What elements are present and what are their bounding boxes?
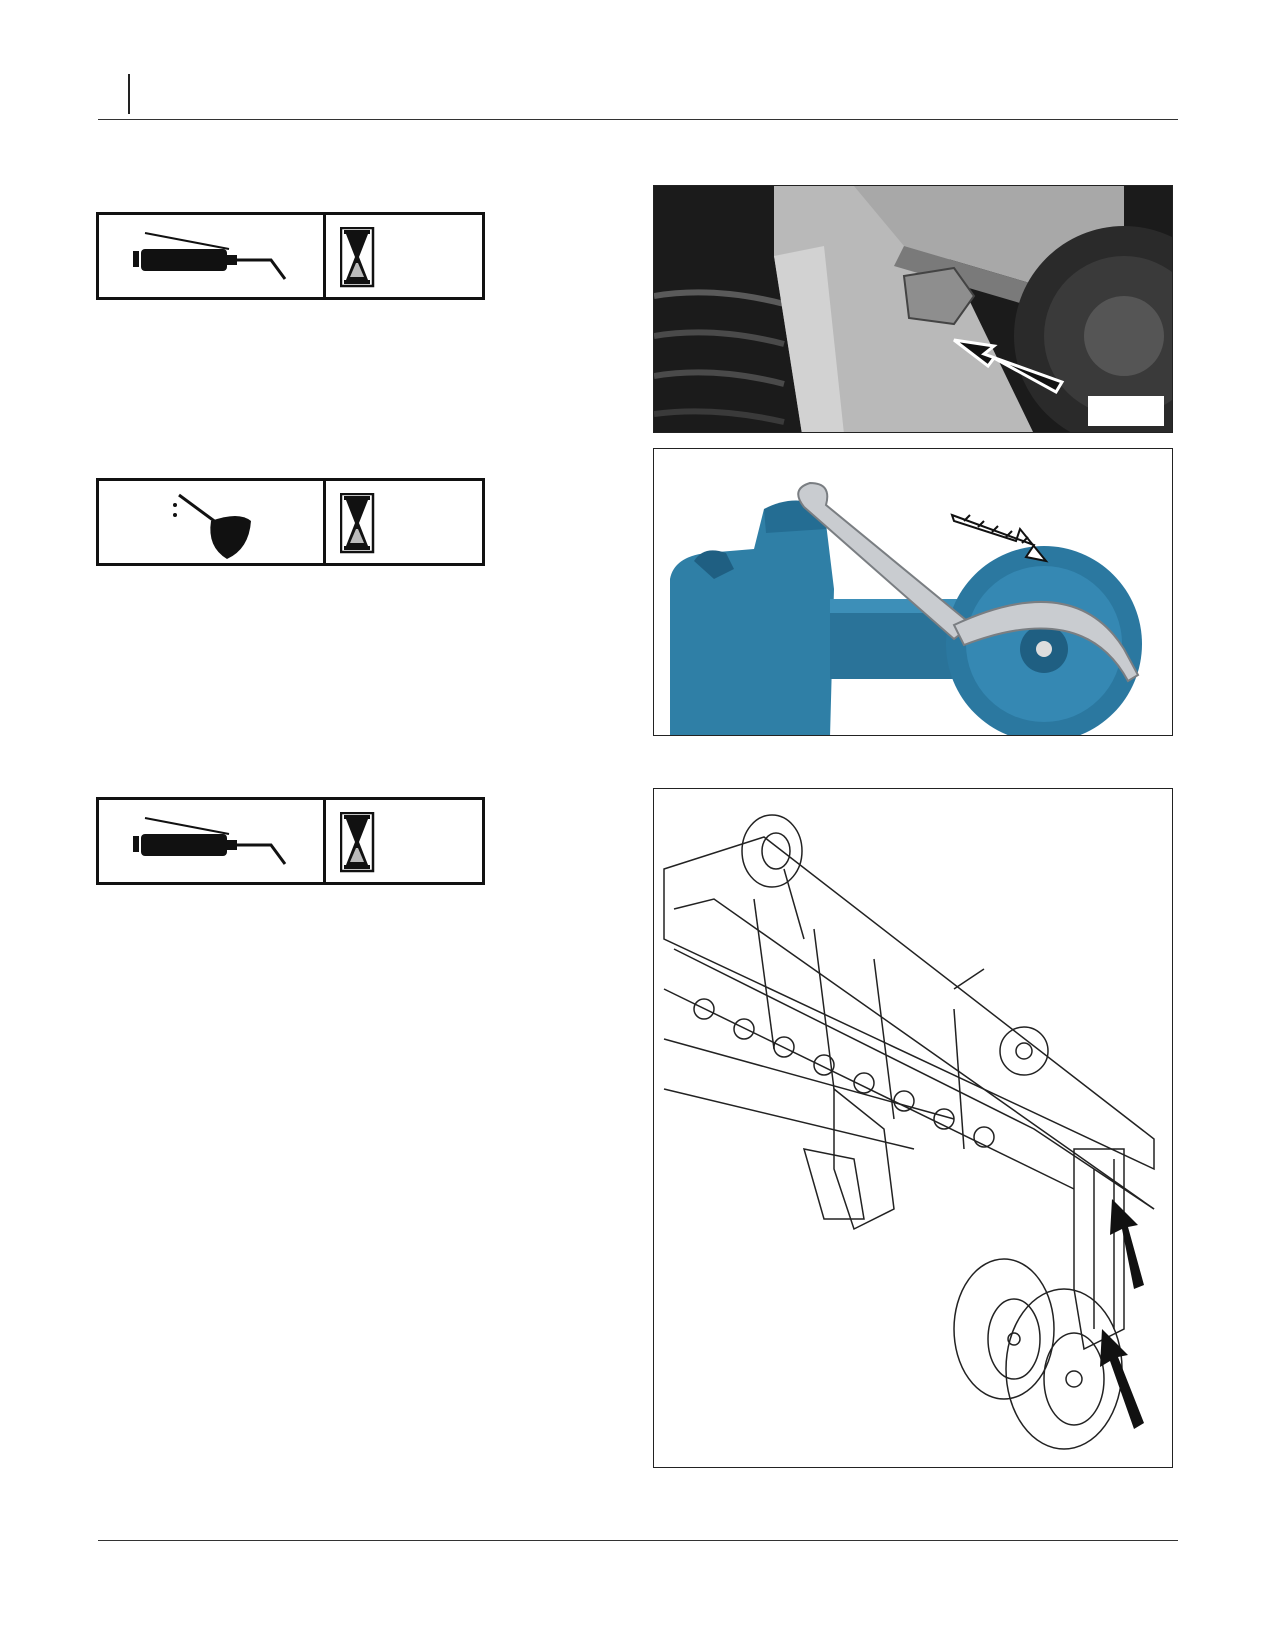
interval-cell xyxy=(326,481,482,563)
lubrication-symbol-grease-1 xyxy=(96,212,485,300)
footer-rule xyxy=(98,1540,1178,1541)
grease-gun-icon xyxy=(133,232,287,280)
pointer-arrow-lower xyxy=(1100,1329,1144,1429)
hourglass-icon xyxy=(340,227,375,288)
grease-gun-cell xyxy=(99,800,326,882)
interval-cell xyxy=(326,800,482,882)
lubrication-symbol-oil xyxy=(96,478,485,566)
hourglass-icon xyxy=(340,493,375,554)
figure-grease-fitting-photo xyxy=(653,185,1173,433)
figure-pump-wrench-photo xyxy=(653,448,1173,736)
header-rule xyxy=(98,119,1178,120)
wrench xyxy=(797,481,974,641)
grease-gun-cell xyxy=(99,215,326,297)
interval-cell xyxy=(326,215,482,297)
grease-gun-icon xyxy=(133,817,287,865)
lubrication-symbol-grease-2 xyxy=(96,797,485,885)
hatched-arrow xyxy=(950,513,1049,563)
header-tick xyxy=(128,74,130,114)
oil-can-cell xyxy=(99,481,326,563)
pointer-arrow xyxy=(953,338,1065,395)
figure-drill-frame-drawing xyxy=(653,788,1173,1468)
oil-can-icon xyxy=(173,493,251,559)
pointer-arrow-upper xyxy=(1110,1199,1144,1289)
hourglass-icon xyxy=(340,812,375,873)
